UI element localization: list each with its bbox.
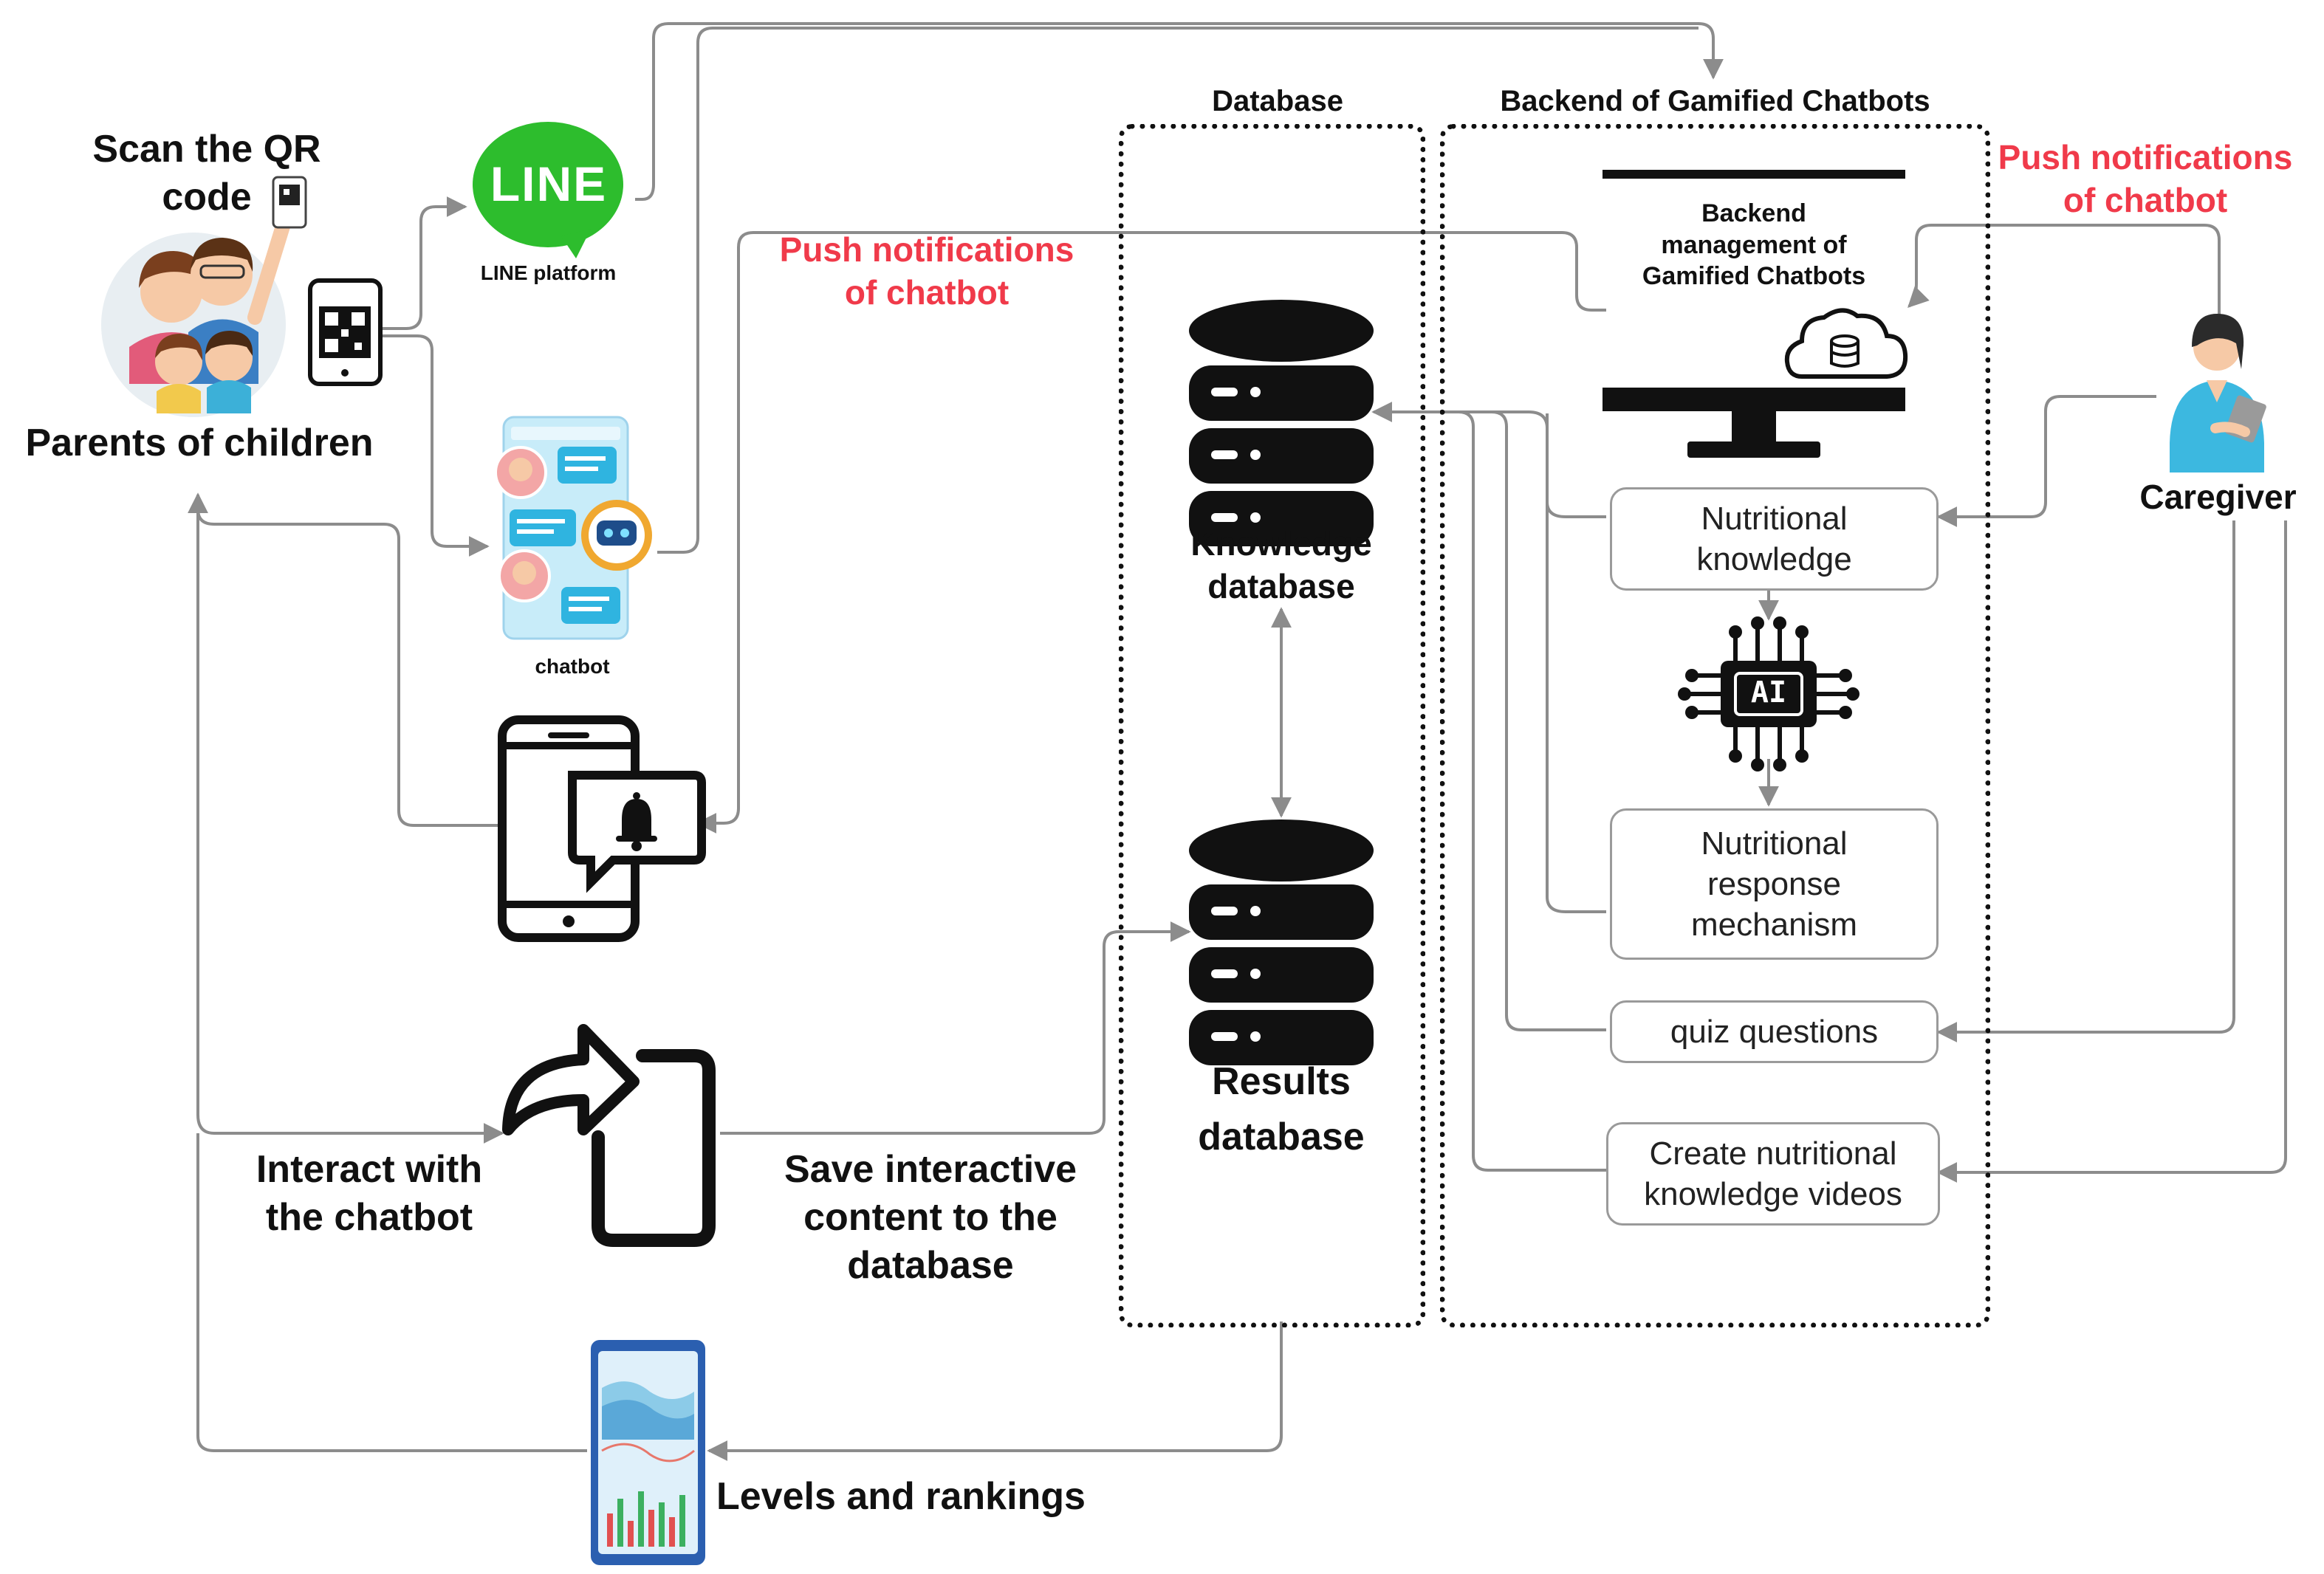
create-videos-text: Create nutritional knowledge videos: [1644, 1135, 1902, 1212]
save-label: Save interactive content to the database: [784, 1148, 1077, 1287]
nutritional-response-text: Nutritional response mechanism: [1691, 825, 1857, 943]
database-icon: [1189, 300, 1374, 546]
backend-title: Backend of Gamified Chatbots: [1500, 85, 1930, 117]
ai-chip-icon: [1678, 616, 1859, 771]
database-icon: [1189, 819, 1374, 1065]
chatbot-app-icon: [494, 416, 652, 640]
parents-label: Parents of children: [25, 422, 374, 464]
database-title: Database: [1212, 85, 1343, 117]
ai-chip-text: AI: [1750, 676, 1787, 709]
nutritional-response-box: Nutritional response mechanism: [1610, 808, 1939, 960]
line-logo-icon: [473, 122, 623, 258]
interact-label: Interact with the chatbot: [256, 1148, 483, 1239]
connectors: [188, 22, 2287, 1461]
ranking-phone-icon: [591, 1340, 705, 1565]
line-platform-label: LINE platform: [480, 261, 617, 284]
caregiver-icon: [2170, 314, 2266, 472]
quiz-questions-text: quiz questions: [1670, 1014, 1879, 1050]
caregiver-label: Caregiver: [2139, 478, 2297, 516]
connector-notification-to-parents: [188, 492, 498, 827]
scan-qr-label: Scan the QR code: [92, 128, 321, 219]
results-database-label: Results database: [1198, 1060, 1365, 1159]
connector-chatbot-to-backend: [657, 27, 1699, 554]
connector-parents-to-interact: [196, 495, 504, 1144]
connector-save-to-results: [720, 921, 1191, 1135]
connector-backend-to-notification: [696, 231, 1606, 834]
phone-notification-icon: [498, 715, 706, 942]
database-container: [1119, 124, 1425, 1327]
push-notifications-left: Push notifications of chatbot: [779, 230, 1074, 312]
connector-videos-to-db: [1458, 410, 1606, 1172]
connector-quiz-to-db: [1491, 410, 1606, 1031]
connector-caregiver-to-knowledge: [1936, 395, 2156, 527]
levels-label: Levels and rankings: [716, 1475, 1086, 1518]
chatbot-label: chatbot: [535, 655, 610, 678]
connector-response-to-db: [1546, 413, 1606, 913]
push-notifications-right: Push notifications of chatbot: [1998, 138, 2293, 219]
qr-phone-icon: [308, 278, 383, 386]
quiz-questions-box: quiz questions: [1610, 1000, 1939, 1063]
cloud-database-icon: [1784, 308, 1908, 379]
family-icon: [101, 176, 307, 417]
connector-results-to-levels: [707, 1322, 1283, 1461]
nutritional-knowledge-text: Nutritional knowledge: [1696, 501, 1852, 577]
line-logo-text: LINE: [490, 157, 608, 211]
connector-caregiver-to-backend: [1907, 224, 2221, 325]
connector-line-to-backend: [635, 22, 1724, 201]
connector-levels-to-parents: [196, 1133, 587, 1452]
connector-qr-to-line: [380, 196, 467, 330]
nutritional-knowledge-box: Nutritional knowledge: [1610, 487, 1939, 591]
knowledge-database-label: Knowledge database: [1190, 524, 1372, 605]
connector-caregiver-to-quiz: [1936, 520, 2235, 1042]
connector-qr-to-chatbot: [380, 334, 490, 557]
monitor-icon: [1603, 170, 1905, 458]
create-videos-box: Create nutritional knowledge videos: [1606, 1122, 1940, 1226]
connector-caregiver-to-videos: [1936, 520, 2287, 1183]
share-phone-icon: [502, 1024, 716, 1247]
backend-management-label: Backend management of Gamified Chatbots: [1642, 199, 1866, 290]
backend-container: [1440, 124, 1990, 1327]
